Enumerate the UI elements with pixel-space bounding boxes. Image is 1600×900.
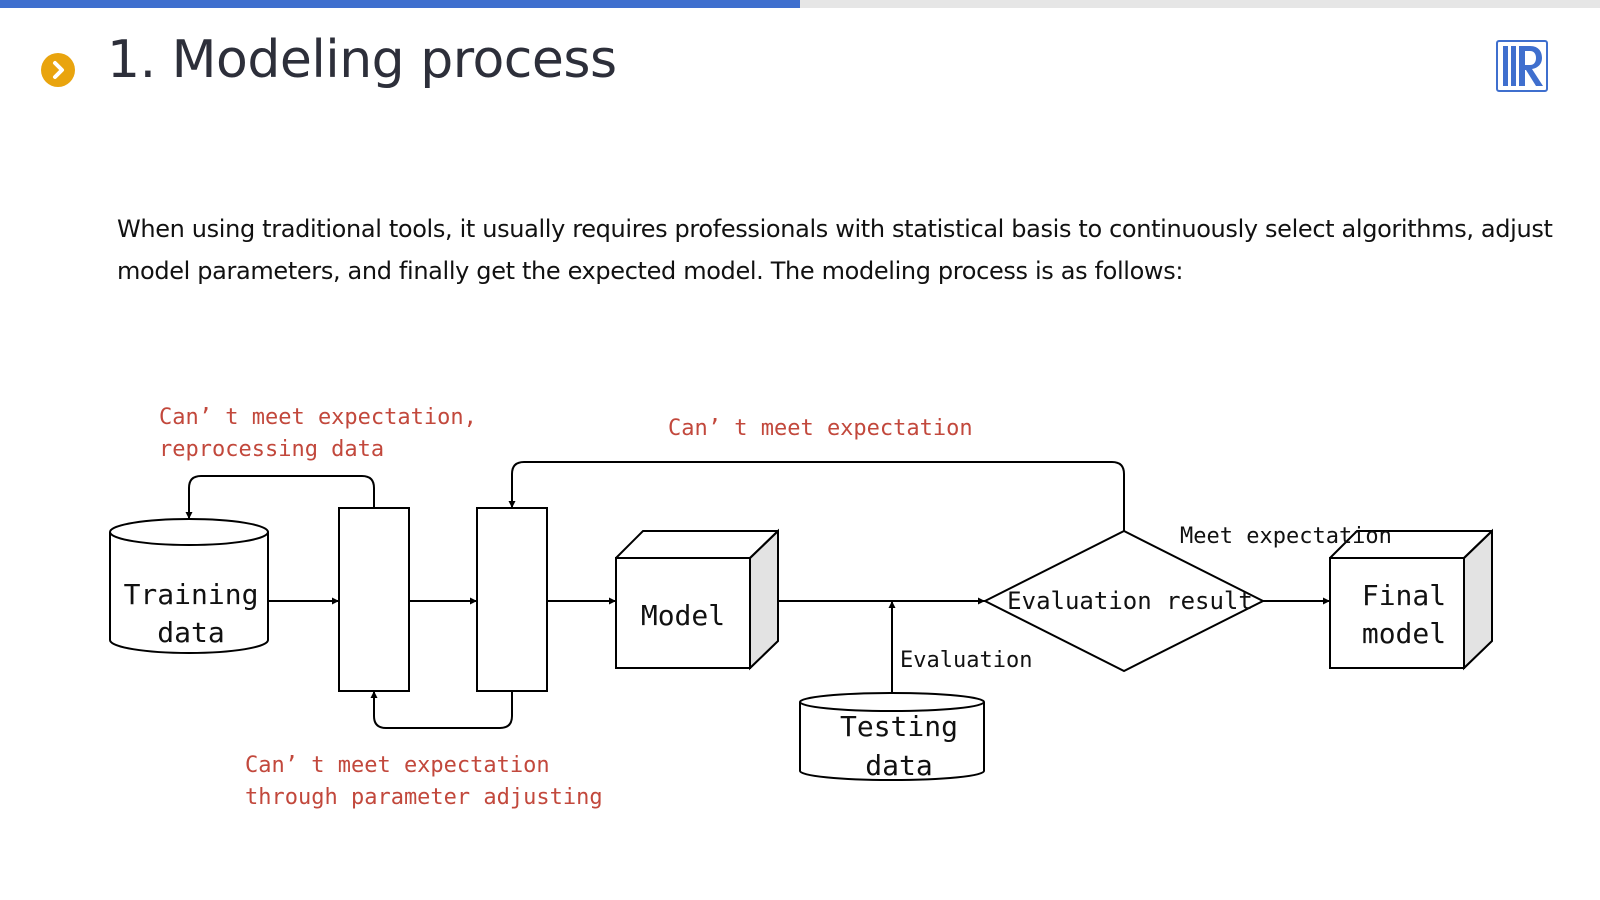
testing-data-label-1: Testing [840,710,958,743]
final-model-label-1: Final [1362,579,1446,612]
training-data-cylinder: Training data [109,518,269,654]
testing-data-label-2: data [865,749,932,782]
training-data-label-2: data [157,616,224,649]
evaluation-diamond: Evaluation result [982,529,1266,673]
parameter-box [476,507,548,692]
loop-parameter-adjusting [370,691,513,729]
parameter-annotation-line-2: through parameter adjusting [245,785,603,810]
chevron-right-icon [41,53,75,87]
progress-track [0,0,1600,8]
top-loop-annotation: Can’ t meet expectation [668,416,973,441]
meet-expectation-label: Meet expectation [1180,524,1392,549]
evaluation-result-label: Evaluation result [1007,587,1253,615]
intro-line-1: When using traditional tools, it usually… [117,215,1553,243]
reprocess-annotation-line-2: reprocessing data [159,437,384,462]
progress-fill [0,0,800,8]
model-label: Model [641,599,725,632]
page-title: 1. Modeling process [107,30,617,90]
evaluation-label: Evaluation [900,648,1032,673]
testing-data-cylinder: Testing data [799,692,985,782]
brand-logo-icon [1496,40,1548,97]
loop-reprocess-data [185,475,375,519]
intro-line-2: model parameters, and finally get the ex… [117,257,1184,285]
model-box: Model [615,528,779,671]
parameter-annotation-line-1: Can’ t meet expectation [245,753,550,778]
training-data-label-1: Training [124,578,259,611]
intro-paragraph: When using traditional tools, it usually… [117,208,1553,292]
modeling-process-diagram: .ln { fill:none; stroke:#000; stroke-wid… [109,405,1493,810]
loop-cant-meet-expectation [508,461,1125,531]
reprocess-annotation-line-1: Can’ t meet expectation, [159,405,477,430]
final-model-box: Final model [1329,528,1493,671]
preprocess-box [338,507,410,692]
final-model-label-2: model [1362,617,1446,650]
